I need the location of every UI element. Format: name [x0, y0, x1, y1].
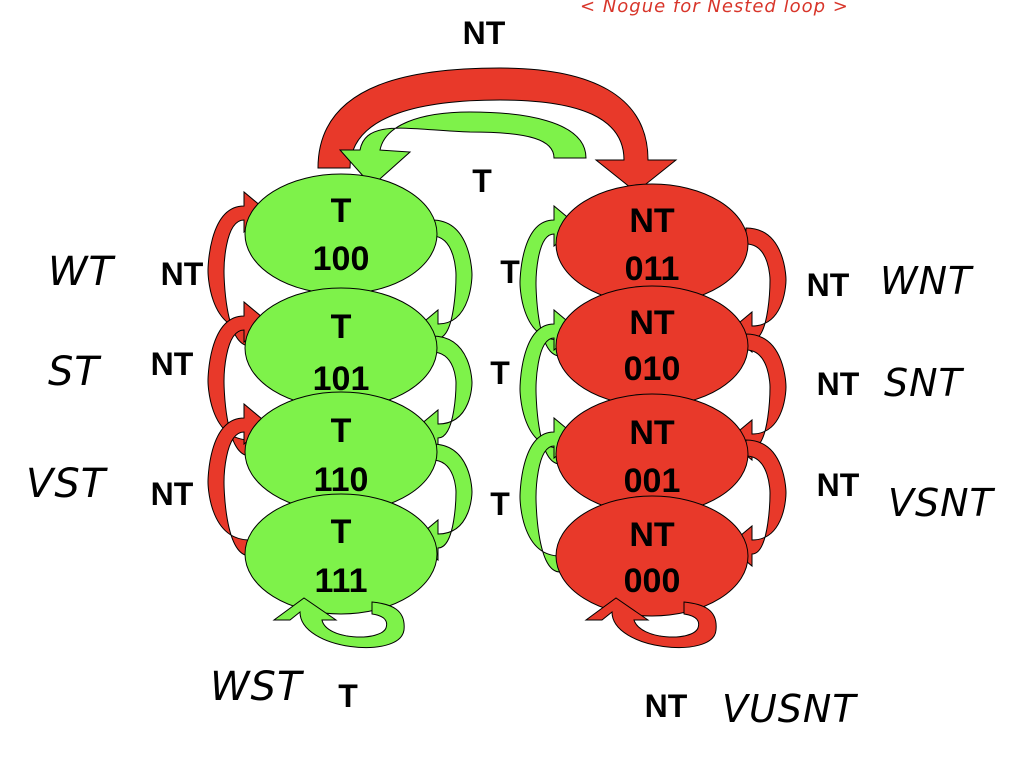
green-col-t-arrow-100-101	[413, 219, 473, 352]
green-col-nt-arrow-101-100	[207, 190, 269, 347]
right-edge-label-1: NT	[807, 267, 850, 303]
state-111-prediction: T	[331, 513, 352, 551]
top-transition-label: NT	[463, 15, 506, 51]
handwritten-wst: WST	[210, 664, 305, 710]
state-111-shape	[244, 493, 438, 615]
left-edge-label-1: NT	[161, 256, 204, 292]
green-col-t-arrow-101-110	[413, 335, 473, 452]
left-edge-label-3: NT	[151, 476, 194, 512]
state-000: NT 000	[555, 495, 749, 617]
state-011: NT 011	[555, 183, 749, 305]
state-101-prediction: T	[331, 308, 352, 346]
state-010: NT 010	[555, 285, 749, 407]
handwritten-st: ST	[48, 349, 102, 395]
state-010-prediction: NT	[629, 304, 675, 342]
state-111: T 111	[244, 493, 438, 615]
handwritten-vst: VST	[26, 461, 109, 507]
state-010-code: 010	[624, 350, 681, 388]
handwritten-vsnt: VSNT	[888, 481, 996, 525]
right-edge-label-2: NT	[817, 366, 860, 402]
state-101: T 101	[244, 287, 438, 409]
state-001: NT 001	[555, 393, 749, 515]
state-000-code: 000	[624, 562, 681, 600]
handwritten-wnt: WNT	[880, 259, 974, 303]
green-col-nt-arrow-110-101	[207, 300, 269, 457]
state-100: T 100	[244, 173, 438, 295]
handwritten-vusnt: VUSNT	[722, 687, 858, 731]
self-loop-000-arrow	[584, 597, 717, 648]
state-100-code: 100	[313, 240, 370, 278]
right-edge-label-3: NT	[817, 467, 860, 503]
state-100-prediction: T	[331, 192, 352, 230]
middle-transition-label: T	[472, 163, 492, 199]
state-110-prediction: T	[331, 412, 352, 450]
state-000-shape	[555, 495, 749, 617]
state-000-prediction: NT	[629, 516, 675, 554]
state-001-code: 001	[624, 462, 681, 500]
top-annotation: < Nogue for Nested loop >	[580, 0, 849, 17]
self-loop-111-arrow	[272, 597, 405, 649]
state-111-code: 111	[315, 562, 368, 600]
middle-edge-label-2: T	[490, 355, 510, 391]
state-001-prediction: NT	[629, 414, 675, 452]
state-110: T 110	[244, 391, 438, 513]
bottom-right-label: NT	[645, 688, 688, 724]
bottom-left-label: T	[338, 678, 358, 714]
middle-edge-label-3: T	[490, 486, 510, 522]
handwritten-snt: SNT	[884, 361, 965, 405]
not-taken-states: NT 011 NT 010 NT 001 NT 000	[555, 183, 749, 617]
state-011-code: 011	[625, 250, 680, 288]
state-110-code: 110	[314, 461, 369, 499]
middle-edge-label-1: T	[500, 254, 520, 290]
top-nt-arrow	[317, 67, 678, 193]
taken-states: T 100 T 101 T 110 T 111	[244, 173, 438, 615]
left-edge-label-2: NT	[151, 346, 194, 382]
handwritten-wt: WT	[48, 249, 117, 295]
state-011-prediction: NT	[629, 202, 675, 240]
